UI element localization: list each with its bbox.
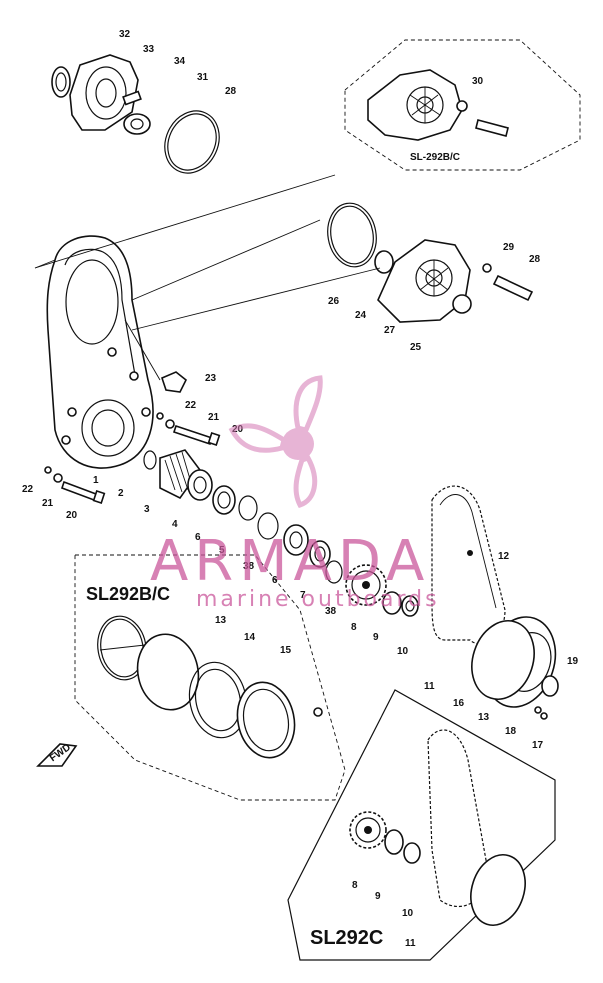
part-label: 25 xyxy=(410,342,422,353)
part-label: 31 xyxy=(197,72,209,83)
fwd-arrow: FWD xyxy=(36,742,78,767)
part-label: 2 xyxy=(118,488,124,499)
part-label: 28 xyxy=(225,86,237,97)
leader-lines xyxy=(34,174,381,381)
part-label: 10 xyxy=(402,908,414,919)
sl292bc-group: SL292B/C xyxy=(74,554,346,801)
part-label: 10 xyxy=(397,646,409,657)
part-label: 30 xyxy=(472,76,484,87)
part-label: 8 xyxy=(351,622,357,633)
part-label: 17 xyxy=(532,740,544,751)
right-housing-parts xyxy=(327,202,534,323)
watermark-tagline: marine outboards xyxy=(196,587,440,612)
part-label: 3 xyxy=(144,504,150,515)
part-label: 21 xyxy=(208,412,220,423)
part-label: 1 xyxy=(93,475,99,486)
part-label: 20 xyxy=(66,510,78,521)
part-label: 11 xyxy=(405,938,416,949)
part-label: 13 xyxy=(478,712,490,723)
part-label: 23 xyxy=(205,373,217,384)
part-label: 14 xyxy=(244,632,256,643)
part-label: 7 xyxy=(300,590,306,601)
sprocket-parts xyxy=(345,564,419,617)
part-label: 38 xyxy=(243,561,255,572)
part-label: 24 xyxy=(355,310,367,321)
part-label: 6 xyxy=(195,532,201,543)
propeller-logo-icon xyxy=(228,375,323,509)
part-label: 27 xyxy=(384,325,396,336)
inset-sl292bc-box: SL-292B/C xyxy=(344,39,581,171)
part-label: 9 xyxy=(373,632,379,643)
part-label: 38 xyxy=(325,606,337,617)
part-label: 21 xyxy=(42,498,54,509)
sl292c-group: SL292C xyxy=(287,689,556,961)
sl292bc-title: SL292B/C xyxy=(86,584,170,604)
part-label: 33 xyxy=(143,44,155,55)
part-label: 6 xyxy=(272,575,278,586)
part-label: 5 xyxy=(219,545,225,556)
part-label: 26 xyxy=(328,296,340,307)
part-number-labels: 32 33 34 31 28 30 29 28 26 24 27 25 23 2… xyxy=(22,29,579,949)
part-label: 16 xyxy=(453,698,465,709)
watermark-brand: ARMADA xyxy=(150,529,430,594)
part-label: 11 xyxy=(424,681,435,692)
part-label: 18 xyxy=(505,726,517,737)
shaft-parts xyxy=(143,449,343,584)
part-label: 8 xyxy=(352,880,358,891)
inset-label: SL-292B/C xyxy=(410,152,460,163)
part-label: 13 xyxy=(215,615,227,626)
part-label: 15 xyxy=(280,645,292,656)
sl292c-title: SL292C xyxy=(310,927,383,949)
part-label: 12 xyxy=(498,551,510,562)
top-cover-parts xyxy=(51,54,220,174)
part-label: 9 xyxy=(375,891,381,902)
part-label: 34 xyxy=(174,56,186,67)
chain-clutch-parts xyxy=(431,485,559,720)
part-label: 22 xyxy=(185,400,197,411)
main-case-cover xyxy=(46,235,188,469)
part-label: 22 xyxy=(22,484,34,495)
armada-watermark: ARMADA marine outboards xyxy=(150,375,440,612)
part-label: 28 xyxy=(529,254,541,265)
part-label: 19 xyxy=(567,656,579,667)
screws-group xyxy=(44,412,221,504)
part-label: 29 xyxy=(503,242,515,253)
part-label: 4 xyxy=(172,519,178,530)
part-label: 32 xyxy=(119,29,131,40)
